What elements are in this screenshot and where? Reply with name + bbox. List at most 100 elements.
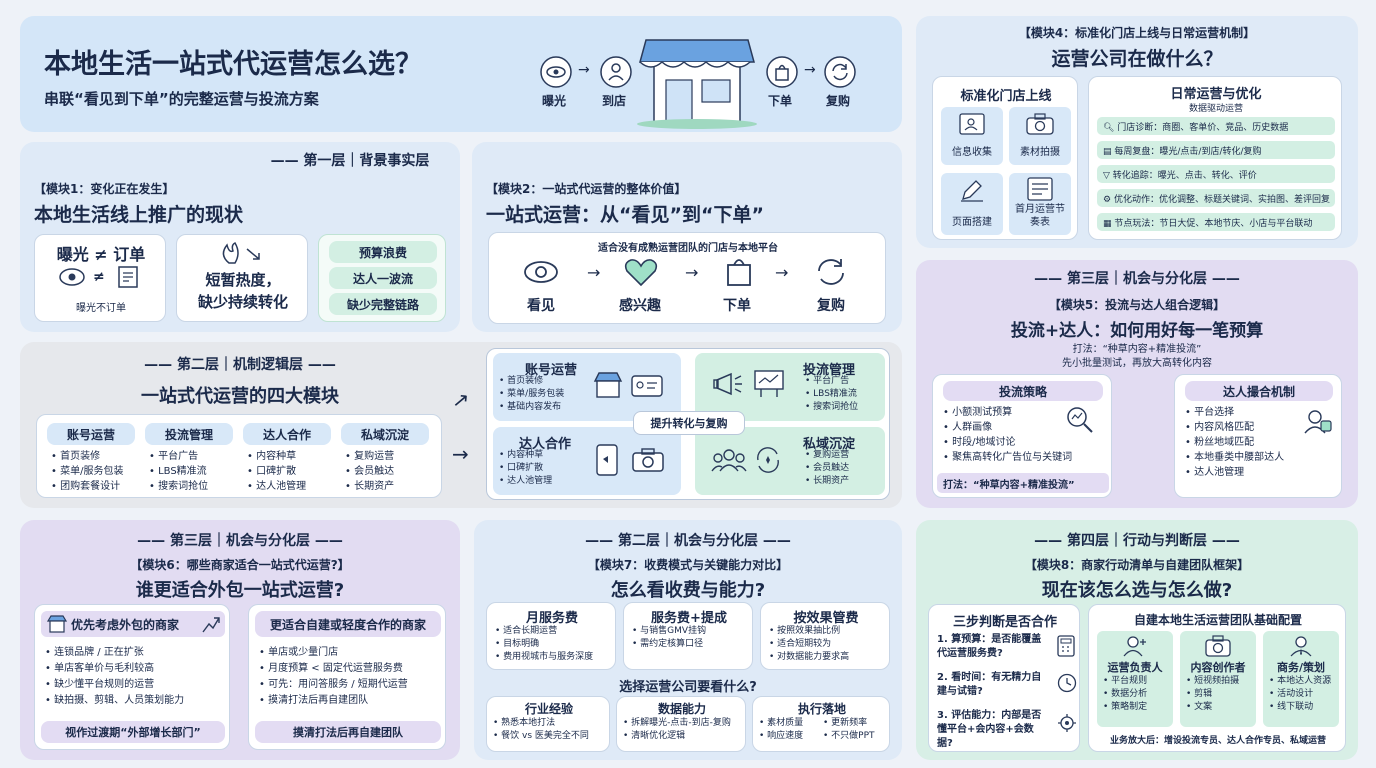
card-title: 优先考虑外包的商家 — [71, 618, 180, 632]
influencer-mechanism-card: 达人撮合机制 平台选择内容风格匹配粉丝地域匹配本地垂类中腰部达人达人池管理 — [1174, 374, 1342, 498]
module-title: 怎么看收费与能力? — [610, 580, 766, 601]
tile-label: 素材拍摄 — [1020, 147, 1060, 158]
capability-card: 数据能力 拆解曝光-点击-到店-复购清晰优化逻辑 — [616, 696, 746, 752]
step-arrow: → — [775, 263, 789, 282]
repeat-icon — [815, 257, 847, 291]
page-title: 本地生活一站式代运营怎么选？ — [44, 49, 422, 80]
fee-name: 服务费+提成 — [651, 611, 727, 626]
eye-icon — [59, 267, 85, 291]
hotness-card: 短暂热度， 缺少持续转化 — [176, 234, 308, 322]
role-list: 本地达人资源活动设计线下联动 — [1269, 675, 1339, 714]
business-person-icon — [1289, 635, 1313, 661]
step-arrow: → — [685, 263, 699, 282]
pain-pill: 预算浪费 — [329, 241, 437, 263]
funnel-icon: ▽ — [1103, 171, 1113, 181]
role-tile: 商务/策划 本地达人资源活动设计线下联动 — [1263, 631, 1339, 727]
layer-label: —— 第三层｜机会与分化层 —— — [137, 533, 343, 549]
pain-pill: 缺少完整链路 — [329, 293, 437, 315]
card-title: 更适合自建或轻度合作的商家 — [255, 611, 441, 637]
ads-strategy-list: 小额测试预算人群画像时段/地域讨论聚焦高转化广告位与关键词 — [943, 405, 1111, 465]
pain-points-card: 预算浪费 达人一波流 缺少完整链路 — [318, 234, 446, 322]
ops-row: ▦ 节点玩法：节日大促、本地节庆、小店与平台联动 — [1097, 213, 1335, 231]
flow-step-order: 下单 — [768, 94, 793, 108]
group-icon — [711, 447, 747, 477]
header-panel: 本地生活一站式代运营怎么选？ 串联“看见到下单”的完整运营与投流方案 → 曝光 … — [20, 16, 902, 132]
module-tag: 【模块2：一站式代运营的整体价值】 — [486, 182, 687, 196]
tile-label: 首月运营节奏表 — [1015, 204, 1065, 228]
step-arrow: → — [587, 263, 601, 282]
connector-arrow: → — [452, 442, 469, 466]
four-modules-title: 一站式代运营的四大模块 — [141, 386, 339, 407]
module-7-panel: —— 第二层｜机会与分化层 —— 【模块7：收费模式与关键能力对比】 怎么看收费… — [474, 520, 902, 760]
exposure-caption: 曝光不订单 — [76, 303, 126, 314]
hotness-text-2: 缺少持续转化 — [197, 293, 288, 311]
card-title: 自建本地生活运营团队基础配置 — [1133, 613, 1302, 627]
ads-strategy-card: 投流策略 小额测试预算人群画像时段/地域讨论聚焦高转化广告位与关键词 打法：“种… — [932, 374, 1112, 498]
outsource-foot: 视作过渡期“外部增长部门” — [41, 721, 225, 743]
fee-name: 按效果管费 — [793, 611, 859, 626]
quadrant-list: 平台广告LBS精准流搜索词抢位 — [805, 375, 885, 414]
role-name: 商务/策划 — [1276, 661, 1326, 674]
phone-icon — [595, 443, 619, 481]
module-tag: 【模块4：标准化门店上线与日常运营机制】 — [1018, 26, 1256, 40]
bag-icon — [766, 56, 798, 92]
capability-list: 素材质量响应速度 — [759, 717, 823, 743]
fee-name: 月服务费 — [525, 611, 578, 626]
outsource-list: 连锁品牌 / 正在扩张单店客单价与毛利较高缺少懂平台规则的运营缺拍摄、剪辑、人员… — [45, 645, 229, 709]
storefront-icon — [632, 22, 762, 132]
three-steps-card: 三步判断是否合作 1. 算预算：是否能覆盖代运营服务费? 2. 看时间：有无精力… — [928, 604, 1080, 752]
capability-name: 数据能力 — [657, 702, 706, 716]
module-4-panel: 【模块4：标准化门店上线与日常运营机制】 运营公司在做什么？ 标准化门店上线 信… — [916, 16, 1358, 248]
quadrant-list: 内容种草口碑扩散达人池管理 — [499, 449, 589, 488]
team-foot: 业务放大后：增设投流专员、达人合作专员、私域运营 — [1109, 736, 1326, 746]
judge-step: 2. 看时间：有无精力自建与试错? — [937, 672, 1042, 697]
module-col-name: 账号运营 — [47, 423, 135, 445]
role-name: 内容创作者 — [1190, 661, 1246, 674]
schedule-icon — [1027, 177, 1053, 205]
quadrant-center-label: 提升转化与复购 — [633, 411, 745, 435]
self-build-card: 更适合自建或轻度合作的商家 单店或少量门店月度预算 < 固定代运营服务费可先：用… — [248, 604, 446, 750]
value-step: 复购 — [817, 298, 845, 314]
ops-row: ▤ 每周复盘：曝光/点击/到店/转化/复购 — [1097, 141, 1335, 159]
search-icon: 🔍︎ — [1103, 123, 1118, 133]
module-tag: 【模块8：商家行动清单与自建团队框架】 — [1024, 558, 1250, 572]
hotness-text-1: 短暂热度， — [205, 271, 281, 289]
gear-icon: ⚙ — [1103, 195, 1114, 205]
card-title: 投流策略 — [943, 381, 1103, 401]
card-caption: 数据驱动运营 — [1188, 104, 1243, 114]
loyalty-icon — [753, 445, 783, 479]
card-title: 日常运营与优化 — [1170, 87, 1262, 102]
flow-arrow: → — [804, 62, 816, 78]
daily-ops-card: 日常运营与优化 数据驱动运营 🔍︎ 门店诊断：商圈、客单价、竞品、历史数据 ▤ … — [1088, 76, 1342, 240]
strategy-sub-1: 打法：“种草内容+精准投流” — [1072, 344, 1202, 355]
module-2-panel: 【模块2：一站式代运营的整体价值】 一站式运营：从“看见”到“下单” 适合没有成… — [472, 142, 902, 332]
exposure-neq-order: 曝光 ≠ 订单 — [56, 245, 146, 264]
four-modules-panel: —— 第二层｜机制逻辑层 —— 一站式代运营的四大模块 账号运营 投流管理 达人… — [20, 342, 902, 508]
module-col-name: 投流管理 — [145, 423, 233, 445]
module-tag: 【模块1：变化正在发生】 — [34, 182, 175, 196]
launch-tile: 素材拍摄 — [1009, 107, 1071, 165]
quadrant-ads: 投流管理 平台广告LBS精准流搜索词抢位 — [695, 353, 885, 421]
magnifier-chart-icon — [1065, 405, 1095, 439]
capability-name: 行业经验 — [524, 702, 573, 716]
ops-row: ▽ 转化追踪：曝光、点击、转化、评价 — [1097, 165, 1335, 183]
calendar-icon: ▦ — [1103, 219, 1115, 229]
flow-step-visit: 到店 — [602, 94, 627, 108]
ads-strategy-note: 打法：“种草内容+精准投流” — [937, 473, 1109, 493]
role-list: 短视频拍摄剪辑文案 — [1186, 675, 1256, 714]
tile-label: 信息收集 — [952, 147, 992, 158]
module-title: 投流+达人：如何用好每一笔预算 — [1010, 321, 1264, 341]
eye-icon — [523, 259, 559, 289]
module-5-panel: —— 第三层｜机会与分化层 —— 【模块5：投流与达人组合逻辑】 投流+达人：如… — [916, 260, 1358, 508]
fire-icon — [217, 241, 267, 269]
id-card-icon — [631, 375, 663, 401]
calculator-icon — [1057, 635, 1075, 661]
person-add-icon — [1123, 635, 1147, 661]
module-col-list: 首页装修菜单/服务包装团购套餐设计 — [51, 449, 139, 494]
launch-tile: 首月运营节奏表 — [1009, 173, 1071, 235]
fee-list: 适合长期运营目标明确费用视城市与服务深度 — [495, 625, 615, 664]
gear-people-icon — [1057, 713, 1077, 737]
fee-list: 按照效果抽比例适合短期较为对数据能力要求高 — [769, 625, 889, 664]
ops-row: 🔍︎ 门店诊断：商圈、客单价、竞品、历史数据 — [1097, 117, 1335, 135]
layer-label: —— 第四层｜行动与判断层 —— — [1034, 533, 1240, 549]
